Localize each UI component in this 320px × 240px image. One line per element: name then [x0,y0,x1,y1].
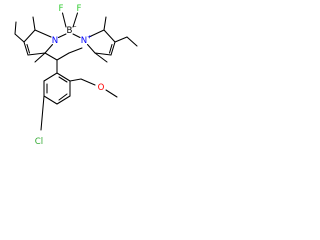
bond-15 [56,52,70,61]
atom-chlorine: Cl [35,137,43,147]
nitrogen-charge: + [87,35,92,41]
bonds [14,12,138,131]
bond-3 [72,33,81,39]
bond-0 [61,12,67,28]
bond-19 [103,29,116,43]
bond-4 [44,43,54,54]
atom-boron: B [67,26,73,36]
bond-6 [23,41,29,56]
bond-2 [57,33,67,39]
bond-38 [80,78,96,86]
bond-23 [126,36,138,47]
bond-34 [58,76,68,83]
atom-n-right: N [81,36,87,46]
atom-oxygen: O [98,83,105,93]
bond-33 [43,72,58,82]
bond-20 [88,29,105,38]
bond-12 [32,16,36,31]
bond-35 [58,93,68,101]
bond-30 [56,95,71,105]
bond-31 [43,95,58,105]
bond-18 [110,41,116,56]
bond-7 [23,29,36,43]
bond-24 [103,16,107,31]
bond-22 [114,36,128,43]
bond-14 [44,52,58,61]
bond-13 [34,52,46,63]
atom-n-left: N [52,36,58,46]
bond-21 [108,43,113,54]
bond-37 [69,78,82,82]
bond-39 [105,89,118,98]
atom-f-right: F [77,4,82,14]
bond-11 [14,21,17,35]
bond-28 [56,72,71,82]
bond-1 [72,12,79,28]
bond-16 [86,43,96,54]
bond-25 [94,52,108,63]
bond-9 [26,43,31,54]
molecule-drawing: F F B − N N + O Cl [14,4,138,147]
atom-f-left: F [59,4,64,14]
bond-5 [27,52,46,56]
boron-charge: − [72,25,77,31]
bond-8 [34,29,52,38]
bond-10 [14,33,25,43]
bond-26 [68,47,83,54]
structure-diagram: F F B − N N + O Cl [0,0,152,152]
atom-labels: F F B − N N + O Cl [35,4,105,147]
bond-40 [40,95,45,131]
bond-17 [94,52,112,56]
